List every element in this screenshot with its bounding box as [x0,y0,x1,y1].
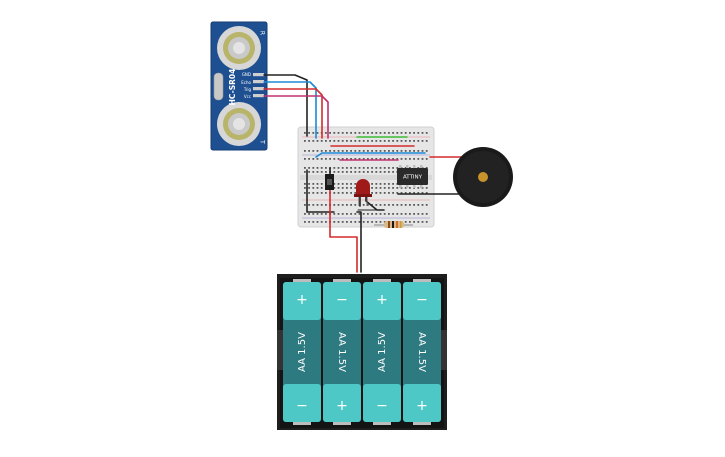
buzzer-center [478,172,488,182]
battery-top-sign: + [376,292,388,308]
battery-cell-1[interactable]: + − AA 1.5V [283,279,321,425]
red-led[interactable] [354,179,372,206]
breadboard[interactable] [297,126,435,228]
battery-top-sign: − [336,292,348,308]
piezo-buzzer[interactable] [453,147,513,207]
battery-top-sign: + [296,292,308,308]
sensor-name: HC-SR04 [228,69,237,106]
pin-label-gnd: GND [242,72,251,77]
wire-blue-jumper[interactable] [315,152,426,158]
wire-trig[interactable] [263,88,323,139]
attiny-chip[interactable]: ATTINY [397,165,428,188]
battery-bottom-sign: + [416,398,428,414]
chip-label: ATTINY [403,175,423,181]
battery-cell-4[interactable]: − + AA 1.5V [403,279,441,425]
battery-label: AA 1.5V [377,332,388,372]
pin-label-echo: Echo [241,80,251,85]
sensor-pin-trig[interactable] [253,87,264,91]
slide-switch[interactable] [325,174,334,190]
ultrasonic-sensor[interactable]: HC-SR04 R T GND Echo Trig Vcc [210,21,268,151]
battery-cell-2[interactable]: − + AA 1.5V [323,279,361,425]
wire-gnd[interactable] [263,74,308,137]
sensor-pin-gnd[interactable] [253,73,264,77]
sensor-pin-vcc[interactable] [253,94,264,98]
battery-pack[interactable]: + − AA 1.5V − + AA 1.5V + − AA 1.5V − + AA 1.5V [277,274,447,430]
battery-label: AA 1.5V [416,332,427,372]
crystal-oscillator [213,72,224,101]
battery-label: AA 1.5V [336,332,347,372]
wire-ground-bridge[interactable] [306,169,335,213]
sensor-mark-t: T [259,139,266,144]
wire-vcc[interactable] [263,95,329,139]
resistor[interactable] [374,221,413,228]
battery-top-sign: − [416,292,428,308]
pin-label-trig: Trig [243,87,252,92]
battery-label: AA 1.5V [297,332,308,372]
pin-label-vcc: Vcc [244,94,251,99]
battery-cell-3[interactable]: + − AA 1.5V [363,279,401,425]
battery-bottom-sign: + [336,398,348,414]
wire-echo[interactable] [263,81,317,139]
sensor-mark-r: R [259,31,266,35]
battery-bottom-sign: − [376,398,388,414]
battery-bottom-sign: − [296,398,308,414]
sensor-pin-echo[interactable] [253,80,264,84]
wire-battery-negative[interactable] [356,211,362,273]
wire-battery-positive[interactable] [329,187,358,273]
